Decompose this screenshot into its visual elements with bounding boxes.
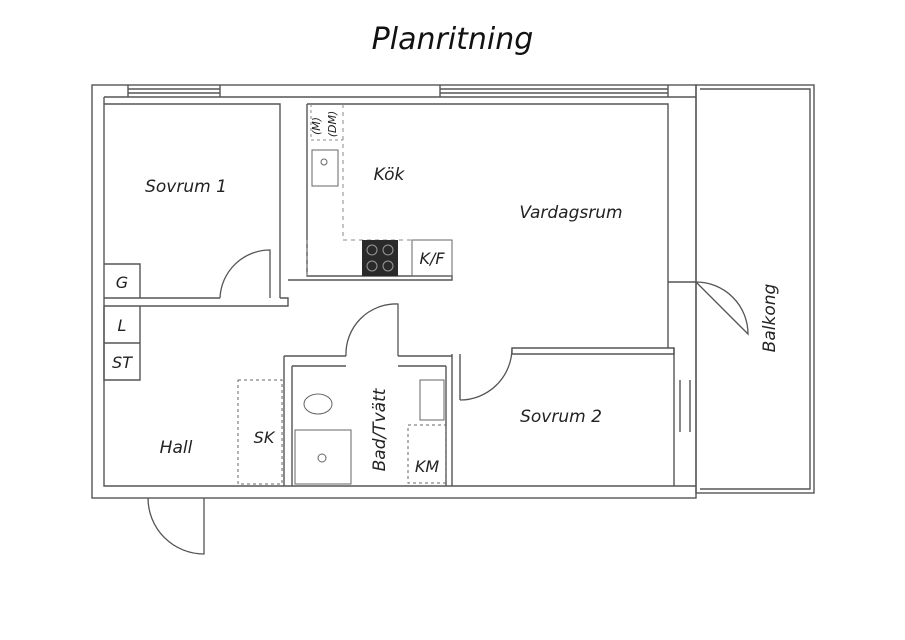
room-kok-label: Kök	[374, 165, 406, 185]
g-closet	[104, 263, 141, 298]
sink-drain-icon	[320, 158, 328, 166]
room-bad-label: Bad/Tvätt	[370, 387, 390, 471]
sink-icon	[311, 149, 339, 187]
kitchen-fixtures	[306, 104, 453, 277]
fixture-km-label: KM	[415, 457, 439, 476]
sovrum1-wall	[104, 103, 281, 298]
window-living	[439, 85, 669, 97]
balcony-inner	[700, 88, 811, 490]
bath-fixtures	[237, 379, 447, 485]
shower-icon	[294, 429, 352, 485]
door-sovrum2	[459, 347, 513, 401]
outer-wall-inner-left-bottom	[103, 97, 696, 487]
fixture-sk-label: SK	[254, 428, 276, 447]
burner-icon	[382, 260, 394, 272]
plan-title: Planritning	[371, 22, 534, 57]
room-hall-label: Hall	[160, 438, 193, 458]
room-sovrum1-label: Sovrum 1	[145, 177, 227, 197]
stove-icon	[362, 240, 398, 276]
room-sovrum2-label: Sovrum 2	[520, 407, 602, 427]
shower-drain-icon	[317, 453, 327, 463]
fridge-icon	[411, 239, 453, 277]
bath-top-wall	[284, 355, 452, 367]
burner-icon	[366, 260, 378, 272]
sk-closet	[237, 379, 283, 485]
door-entrance	[147, 497, 205, 555]
doors	[147, 249, 749, 555]
kitchen-living-wall	[307, 103, 669, 348]
km-slot	[407, 424, 447, 484]
door-bad	[345, 303, 399, 357]
balcony-outline	[695, 84, 815, 494]
door-balcony	[695, 281, 749, 336]
walls	[91, 84, 815, 499]
door-sovrum1	[219, 249, 271, 299]
burner-icon	[366, 244, 378, 256]
room-vardagsrum-label: Vardagsrum	[519, 203, 622, 223]
fixture-g-label: G	[116, 273, 128, 292]
sovrum2-top-wall	[511, 347, 675, 355]
fixture-st-label: ST	[112, 353, 133, 372]
appliance-slot	[310, 104, 343, 141]
outer-wall-outer	[91, 84, 697, 499]
hall-closets	[103, 306, 141, 381]
burner-icon	[382, 244, 394, 256]
hall-top-wall	[104, 297, 289, 307]
window-sovrum2	[679, 380, 691, 432]
room-balkong-label: Balkong	[760, 283, 780, 352]
window-sovrum1	[127, 85, 221, 97]
sovrum2-left-wall	[451, 354, 461, 486]
washbasin-icon	[419, 379, 445, 421]
toilet-icon	[303, 393, 333, 415]
fixture-m-label: (M)	[310, 117, 323, 135]
fixture-l-label: L	[118, 316, 127, 335]
fixture-dm-label: (DM)	[326, 111, 339, 138]
fixture-kf-label: K/F	[419, 249, 445, 268]
